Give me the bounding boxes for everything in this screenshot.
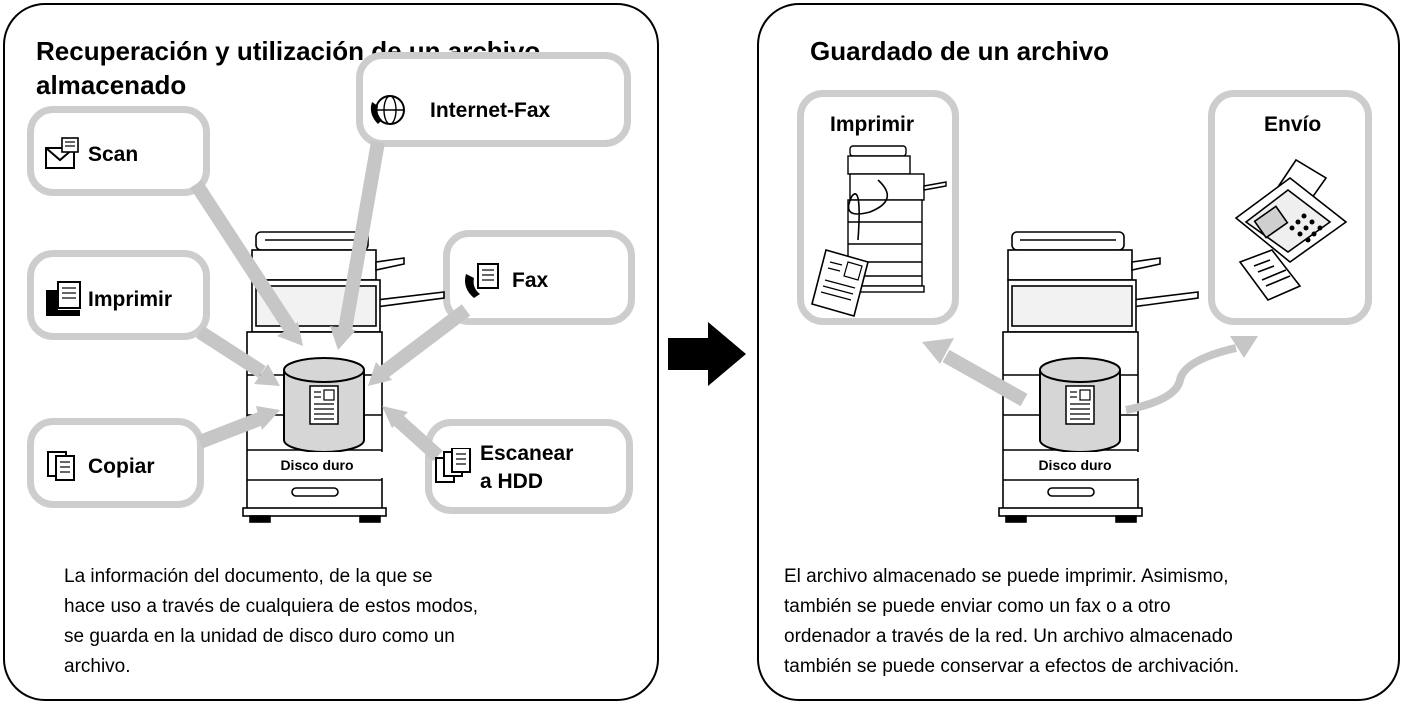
left-description: La información del documento, de la que … — [64, 562, 478, 682]
left-desc-line: archivo. — [64, 656, 131, 677]
internet-fax-icon — [370, 95, 405, 125]
output-arrows — [922, 336, 1258, 414]
escanear-label-line2: a HDD — [480, 470, 544, 493]
printer-icon — [46, 281, 81, 316]
right-arrow-icon — [668, 322, 746, 386]
hard-disk-icon — [283, 357, 365, 453]
imprimir-label: Imprimir — [88, 288, 173, 311]
left-desc-line: se guarda en la unidad de disco duro com… — [64, 626, 455, 647]
scan-icon — [45, 137, 79, 169]
escanear-label-line1: Escanear — [480, 442, 574, 465]
internet-fax-label: Internet-Fax — [430, 99, 551, 122]
input-arrows — [190, 140, 471, 462]
disk-label-left: Disco duro — [280, 457, 354, 473]
right-title: Guardado de un archivo — [810, 36, 1110, 66]
hard-disk-icon-right — [1039, 357, 1121, 453]
left-desc-line: hace uso a través de cualquiera de estos… — [64, 596, 479, 617]
scan-to-hdd-icon — [435, 448, 471, 483]
disk-label-right: Disco duro — [1038, 457, 1112, 473]
multifunction-printer-right — [998, 231, 1199, 523]
printed-document-icon — [811, 249, 869, 317]
right-desc-line: también se puede enviar como un fax o a … — [784, 596, 1171, 617]
mode-box-fax — [443, 230, 635, 325]
left-title-line2: almacenado — [36, 70, 187, 100]
left-title: Recuperación y utilización de un archivo… — [36, 34, 540, 102]
fax-machine-icon — [1234, 158, 1348, 301]
envio-label: Envío — [1264, 113, 1322, 136]
mode-box-scan — [27, 106, 210, 196]
escanear-hdd-label: Escanear a HDD — [480, 440, 573, 496]
right-desc-line: El archivo almacenado se puede imprimir.… — [784, 566, 1229, 587]
right-desc-line: ordenador a través de la red. Un archivo… — [784, 626, 1233, 647]
fax-label: Fax — [512, 269, 549, 292]
copiar-label: Copiar — [88, 455, 155, 478]
right-desc-line: también se puede conservar a efectos de … — [784, 656, 1240, 677]
right-imprimir-label: Imprimir — [830, 113, 915, 136]
scan-label: Scan — [88, 143, 139, 166]
copy-icon — [47, 451, 75, 481]
fax-icon — [465, 263, 499, 298]
left-desc-line: La información del documento, de la que … — [64, 566, 433, 587]
right-description: El archivo almacenado se puede imprimir.… — [784, 562, 1239, 682]
mode-box-internet-fax — [356, 52, 631, 147]
